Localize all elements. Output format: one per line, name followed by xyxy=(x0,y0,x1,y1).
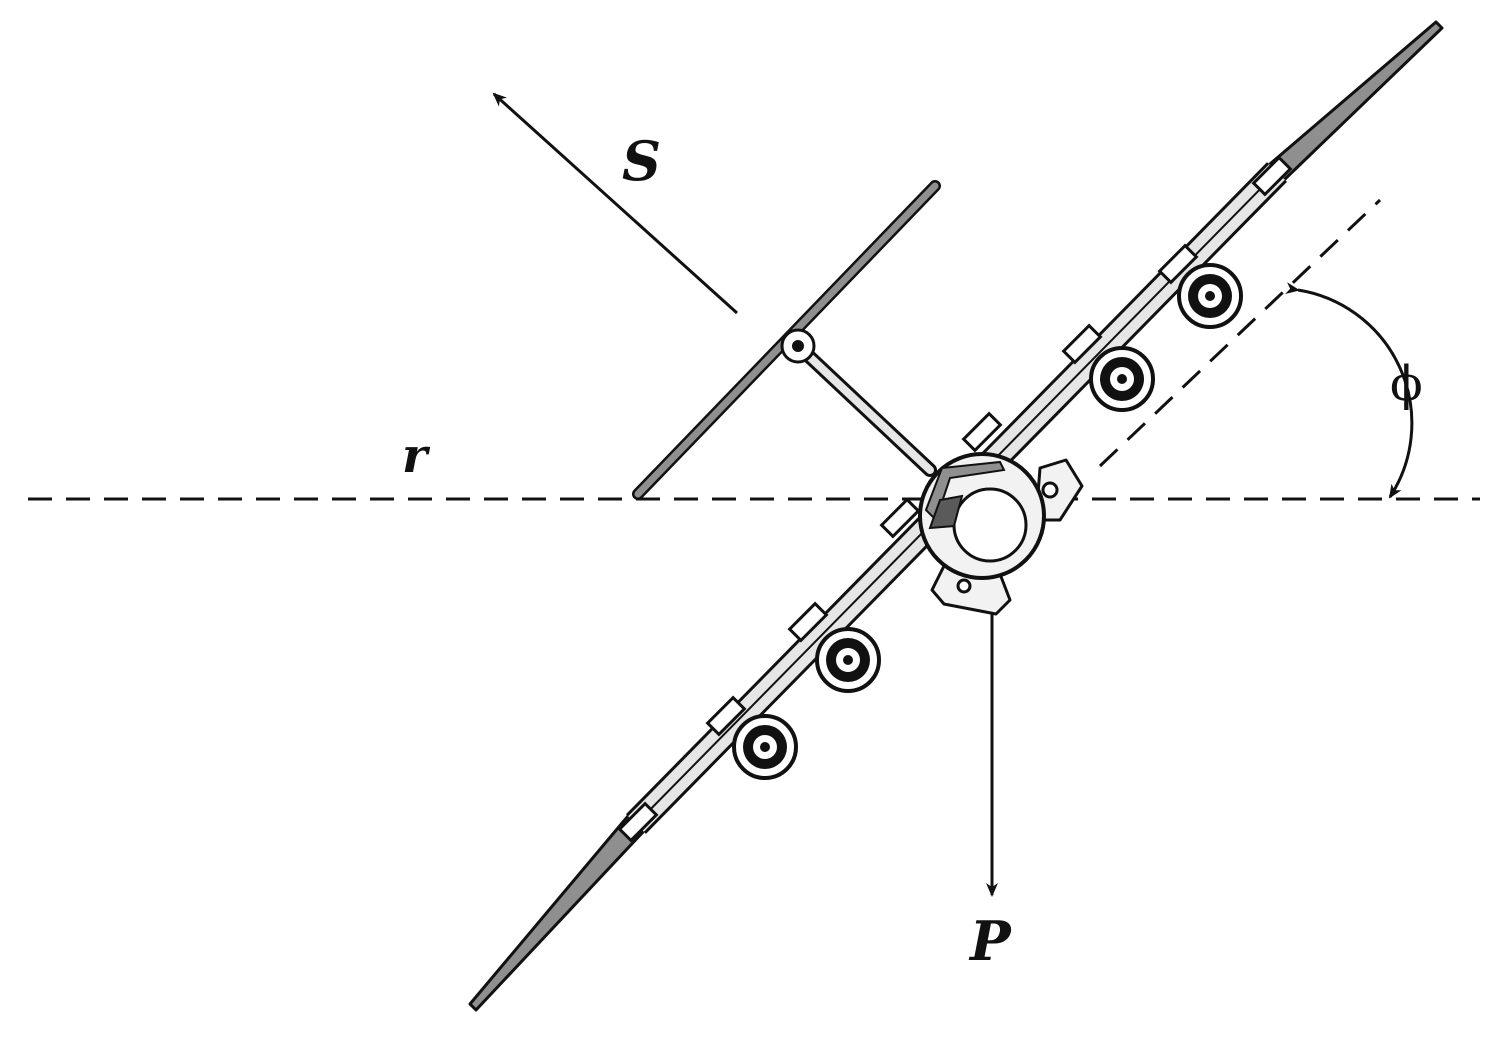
central-body xyxy=(918,452,1084,616)
thruster-ring-1 xyxy=(1177,263,1243,329)
boom-clamps xyxy=(617,155,1293,843)
reference-axis-label: r xyxy=(402,428,431,484)
solar-sail-spacecraft-icon xyxy=(468,20,1444,1012)
thruster-ring-4 xyxy=(732,714,798,780)
thruster-ring-3 xyxy=(815,627,881,693)
thruster-ring-2 xyxy=(1089,346,1155,412)
sun-vector-label: S xyxy=(622,129,661,193)
angle-phi-arc xyxy=(1285,282,1414,499)
boom-tip-upper xyxy=(1268,20,1444,182)
spacecraft-axis-line xyxy=(1098,198,1382,468)
angle-phi-label: ϕ xyxy=(1390,356,1423,412)
sun-vector-arrow xyxy=(492,92,739,315)
power-vector-label: P xyxy=(968,909,1012,973)
boom-tip-lower xyxy=(468,814,645,1012)
